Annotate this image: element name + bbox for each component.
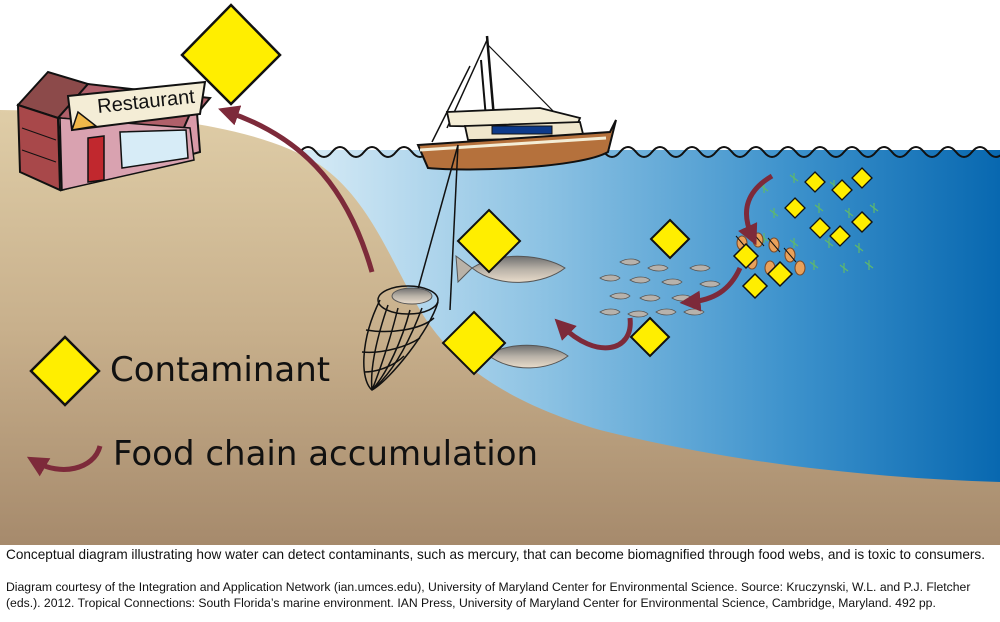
fishing-net	[361, 285, 439, 391]
food-chain-arrow-to-restaurant	[218, 105, 375, 273]
legend-food-chain-arrow-icon	[26, 445, 103, 477]
contaminant-markers	[441, 167, 873, 376]
legend-contaminant-icon	[29, 335, 101, 407]
contaminant-marker-restaurant	[180, 3, 282, 106]
legend	[26, 335, 103, 477]
contaminant-marker-smallfish-2	[629, 316, 671, 358]
caption-credit: Diagram courtesy of the Integration and …	[6, 580, 971, 610]
legend-contaminant-label: Contaminant	[110, 350, 331, 390]
food-chain-arrow-smallfish-to-predator	[554, 317, 633, 351]
food-chain-arrow-plankton-to-zooplankton	[738, 173, 774, 246]
contaminant-marker-predator-1	[456, 208, 522, 274]
plankton-cluster	[759, 173, 879, 273]
contaminant-marker-smallfish-1	[649, 218, 691, 260]
small-fish-school	[599, 258, 721, 318]
shore-and-seafloor	[0, 110, 1000, 545]
food-chain-arrow-zooplankton-to-smallfish	[679, 266, 743, 312]
restaurant-building: Restaurant	[16, 70, 212, 192]
caption-main: Conceptual diagram illustrating how wate…	[6, 547, 986, 562]
contaminant-marker-predator-2	[441, 310, 507, 376]
waves	[299, 146, 1000, 158]
fishing-boat	[414, 35, 617, 311]
legend-food-chain-label: Food chain accumulation	[113, 434, 539, 474]
diagram-scene: Restaurant	[0, 3, 1000, 545]
